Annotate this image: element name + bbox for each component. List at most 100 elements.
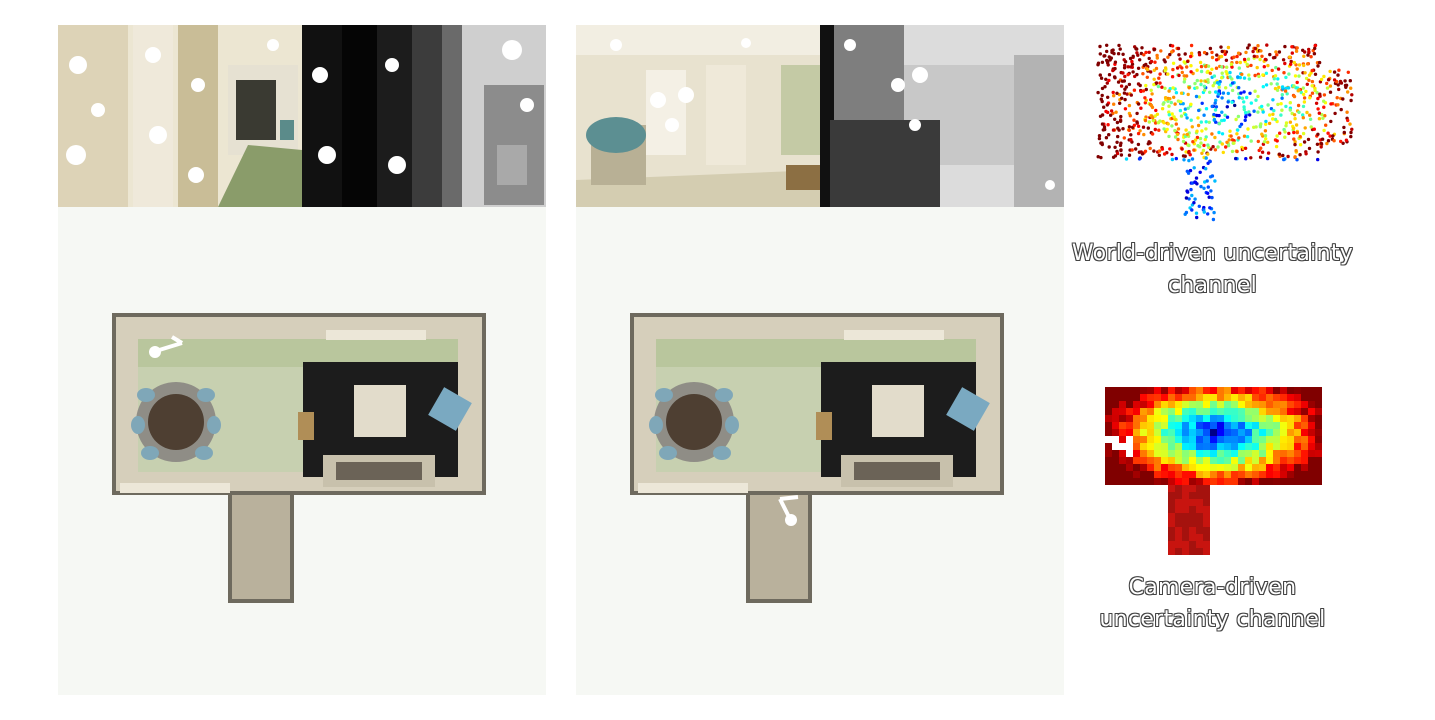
heatmap-cell [1238,443,1245,450]
pointcloud-point [1216,92,1221,96]
heatmap-cell [1259,387,1266,394]
heatmap-cell [1105,478,1112,485]
pointcloud-point [1247,110,1251,114]
pointcloud-point [1308,113,1312,117]
heatmap-cell [1175,471,1182,478]
heatmap-cell [1315,394,1322,401]
pointcloud-point [1106,123,1110,127]
pointcloud-point [1135,72,1139,77]
pointcloud-point [1149,98,1153,102]
pointcloud-point [1136,124,1141,128]
pointcloud-point [1124,157,1129,161]
heatmap-cell [1161,471,1168,478]
pointcloud-point [1237,86,1241,90]
heatmap-cell [1119,387,1126,394]
heatmap-cell [1301,443,1308,450]
pointcloud-point [1204,156,1208,160]
pointcloud-point [1100,60,1105,64]
pointcloud-point [1292,94,1297,99]
pointcloud-point [1342,125,1346,130]
pointcloud-point [1281,58,1286,62]
heatmap-cell [1161,478,1168,485]
heatmap-cell [1112,429,1119,436]
pointcloud-point [1213,148,1218,152]
heatmap-cell [1301,422,1308,429]
pointcloud-point [1247,43,1251,47]
heatmap-cell [1105,464,1112,471]
heatmap-cell [1238,408,1245,415]
pointcloud-point [1290,51,1294,55]
pointcloud-point [1228,75,1232,79]
pointcloud-point [1213,81,1217,85]
pointcloud-point [1210,132,1214,136]
pointcloud-point [1325,141,1329,146]
heatmap-cell [1287,401,1294,408]
pointcloud-point [1173,128,1177,133]
pointcloud-point [1193,81,1197,86]
pointcloud-point [1124,85,1129,89]
pointcloud-point [1264,122,1268,127]
heatmap-cell [1140,457,1147,464]
heatmap-cell [1175,394,1182,401]
heatmap-cell [1224,408,1231,415]
pointcloud-point [1098,73,1102,77]
pointcloud-point [1313,88,1317,93]
pointcloud-point [1129,133,1133,137]
pointcloud-point [1326,78,1331,82]
pointcloud-point [1098,44,1102,49]
pointcloud-point [1199,82,1203,87]
heatmap-cell [1196,527,1203,534]
pointcloud-point [1328,90,1333,94]
pointcloud-point [1199,79,1203,83]
heatmap-cell [1189,401,1196,408]
pointcloud-point [1199,184,1203,189]
heatmap-cell [1175,478,1182,485]
pointcloud-point [1344,85,1348,89]
heatmap-cell [1112,478,1119,485]
pointcloud-point [1168,97,1172,101]
pointcloud-point [1223,113,1227,118]
heatmap-cell [1245,408,1252,415]
heatmap-cell [1217,443,1224,450]
pointcloud-point [1111,90,1115,95]
pointcloud-point [1293,155,1297,159]
heatmap-cell [1224,387,1231,394]
pointcloud-point [1127,153,1132,157]
heatmap-cell [1182,499,1189,506]
pointcloud-point [1204,135,1208,139]
heatmap-cell [1203,401,1210,408]
heatmap-cell [1259,471,1266,478]
pointcloud-point [1179,100,1183,104]
pointcloud-point [1275,82,1279,86]
pointcloud-point [1202,113,1206,117]
heatmap-cell [1203,429,1210,436]
heatmap-cell [1189,492,1196,499]
heatmap-cell [1119,415,1126,422]
pointcloud-point [1210,67,1214,71]
heatmap-cell [1175,436,1182,443]
heatmap-cell [1252,415,1259,422]
heatmap-cell [1301,457,1308,464]
pointcloud-point [1232,141,1236,145]
pointcloud-point [1123,97,1127,102]
heatmap-cell [1168,513,1175,520]
pointcloud-point [1247,77,1251,81]
pointcloud-point [1103,54,1107,58]
heatmap-cell [1112,471,1119,478]
pointcloud-point [1220,118,1224,123]
pointcloud-point [1225,65,1229,69]
heatmap-cell [1308,450,1315,457]
pointcloud-point [1173,135,1178,139]
pointcloud-point [1184,113,1188,117]
pointcloud-point [1210,50,1214,55]
pointcloud-point [1104,77,1108,81]
pointcloud-point [1131,54,1135,58]
pointcloud-point [1149,88,1153,92]
heatmap-cell [1182,429,1189,436]
heatmap-cell [1189,408,1196,415]
heatmap-cell [1147,464,1154,471]
pointcloud-point [1212,74,1217,78]
pointcloud-point [1293,142,1297,147]
pointcloud-point [1144,87,1148,92]
pointcloud-point [1326,131,1330,135]
